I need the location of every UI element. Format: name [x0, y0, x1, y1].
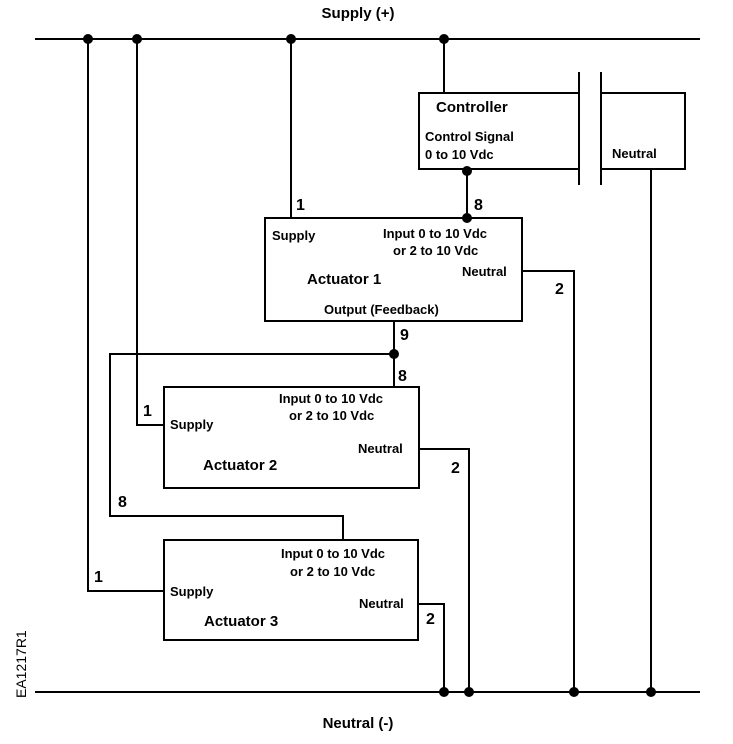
- actuator-1-input-line2: or 2 to 10 Vdc: [393, 243, 478, 258]
- drawing-code: EA1217R1: [13, 630, 29, 698]
- controller-signal-line1: Control Signal: [425, 129, 514, 144]
- supply-bus-label: Supply (+): [322, 5, 395, 22]
- junction-dot: [286, 34, 296, 44]
- actuator-2-title: Actuator 2: [203, 457, 277, 474]
- wire-supply-to-actuator-2: [136, 39, 164, 426]
- wire-actuator-2-neutral: [419, 448, 470, 692]
- actuator-2-block: Supply Input 0 to 10 Vdc or 2 to 10 Vdc …: [163, 386, 420, 489]
- actuator-1-block: Supply Input 0 to 10 Vdc or 2 to 10 Vdc …: [264, 217, 523, 322]
- junction-dot: [83, 34, 93, 44]
- actuator-1-output-label: Output (Feedback): [324, 302, 439, 317]
- actuator-3-title: Actuator 3: [204, 613, 278, 630]
- controller-block: Controller Control Signal 0 to 10 Vdc Ne…: [418, 72, 686, 185]
- terminal-a2-neutral: 2: [451, 460, 460, 477]
- controller-neutral-label: Neutral: [612, 146, 657, 161]
- actuator-1-input-line1: Input 0 to 10 Vdc: [383, 226, 487, 241]
- junction-dot: [389, 349, 399, 359]
- actuator-2-supply-label: Supply: [170, 417, 214, 432]
- junction-dot: [132, 34, 142, 44]
- wire-supply-to-actuator-3: [87, 39, 164, 592]
- wire-actuator-3-neutral: [418, 603, 445, 692]
- actuator-2-input-line2: or 2 to 10 Vdc: [289, 408, 374, 423]
- actuator-3-neutral-label: Neutral: [359, 596, 404, 611]
- terminal-a2-input: 8: [398, 368, 407, 385]
- actuator-1-title: Actuator 1: [307, 271, 381, 288]
- junction-dot: [464, 687, 474, 697]
- junction-dot: [646, 687, 656, 697]
- terminal-a1-output: 9: [400, 327, 409, 344]
- terminal-a3-supply: 1: [94, 569, 103, 586]
- terminal-a1-supply: 1: [296, 197, 305, 214]
- terminal-a1-neutral: 2: [555, 281, 564, 298]
- controller-signal-line2: 0 to 10 Vdc: [425, 147, 494, 162]
- actuator-3-input-line2: or 2 to 10 Vdc: [290, 564, 375, 579]
- terminal-a2-output: 8: [118, 494, 127, 511]
- controller-title: Controller: [436, 99, 508, 116]
- actuator-1-neutral-label: Neutral: [462, 264, 507, 279]
- terminal-a2-supply: 1: [143, 403, 152, 420]
- terminal-a1-input: 8: [474, 197, 483, 214]
- wire-feedback-to-actuator-3: [109, 353, 394, 540]
- actuator-3-input-line1: Input 0 to 10 Vdc: [281, 546, 385, 561]
- junction-dot: [462, 213, 472, 223]
- actuator-2-neutral-label: Neutral: [358, 441, 403, 456]
- actuator-2-input-line1: Input 0 to 10 Vdc: [279, 391, 383, 406]
- actuator-3-supply-label: Supply: [170, 584, 214, 599]
- actuator-3-block: Supply Input 0 to 10 Vdc or 2 to 10 Vdc …: [163, 539, 419, 641]
- junction-dots: [83, 34, 656, 697]
- junction-dot: [439, 687, 449, 697]
- junction-dot: [439, 34, 449, 44]
- actuator-1-supply-label: Supply: [272, 228, 316, 243]
- terminal-a3-neutral: 2: [426, 611, 435, 628]
- junction-dot: [462, 166, 472, 176]
- junction-dot: [569, 687, 579, 697]
- wire-actuator-1-neutral: [522, 270, 575, 692]
- neutral-bus-label: Neutral (-): [323, 715, 394, 732]
